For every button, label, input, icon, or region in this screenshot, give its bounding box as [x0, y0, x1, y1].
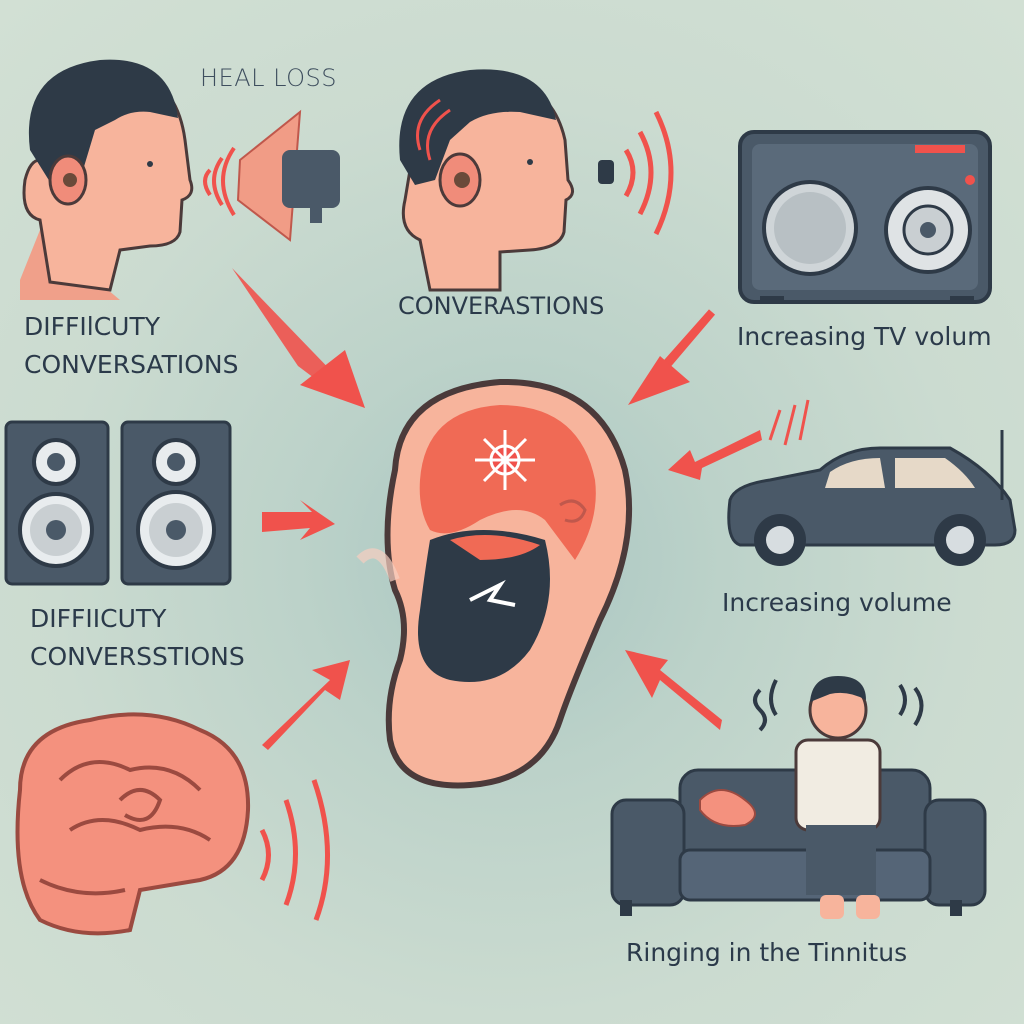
megaphone-icon: [203, 109, 340, 242]
sound-wave-icon: [259, 779, 331, 921]
caption-mid-right: Increasing volume: [722, 588, 952, 617]
man-profile-icon: [20, 59, 194, 300]
arrow-icon: [262, 660, 350, 750]
arrow-icon: [668, 399, 810, 480]
title-label: HEAL LOSS: [200, 64, 338, 92]
person-icon: [753, 676, 924, 919]
caption-line: DIFFIlCUTY: [24, 312, 160, 341]
speaker-icon: [120, 420, 232, 586]
caption-top-left: DIFFIlCUTY CONVERSATIONS: [24, 308, 239, 384]
arrow-icon: [628, 309, 716, 405]
caption-line: DIFFIICUTY: [30, 604, 167, 633]
man-profile-icon: [399, 69, 574, 292]
arrow-icon: [232, 268, 365, 408]
arrow-icon: [625, 650, 722, 730]
radio-icon: [738, 130, 992, 304]
caption-line: CONVERSATIONS: [24, 350, 239, 379]
caption-line: CONVERSSTIONS: [30, 642, 245, 671]
ear-icon: [356, 378, 633, 789]
speaker-icon: [4, 420, 110, 586]
caption-top-right: Increasing TV volum: [737, 322, 992, 351]
caption-bottom-right: Ringing in the Tinnitus: [626, 938, 908, 967]
sound-wave-icon: [598, 110, 674, 236]
caption-mid-left: DIFFIICUTY CONVERSSTIONS: [30, 600, 245, 676]
brain-icon: [15, 712, 251, 936]
arrow-icon: [262, 500, 335, 540]
caption-top-center: CONVERASTIONS: [398, 292, 605, 320]
car-icon: [727, 430, 1017, 566]
